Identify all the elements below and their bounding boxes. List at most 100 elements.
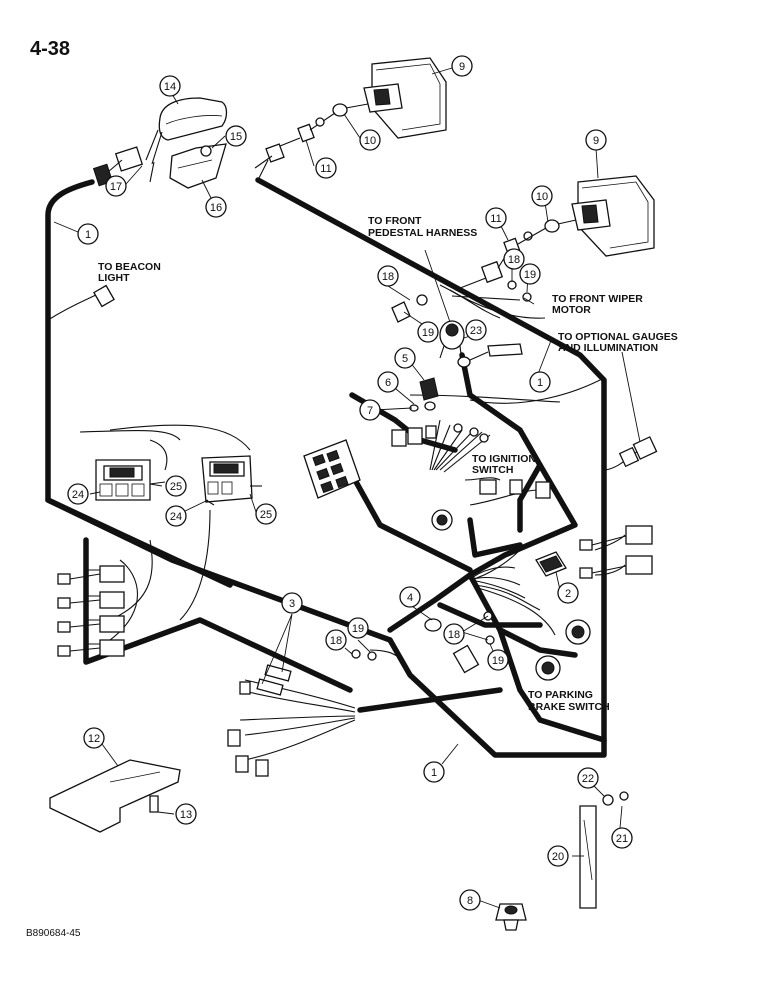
svg-text:3: 3: [289, 598, 295, 610]
work-lamp-lower: [454, 175, 655, 291]
callout-21: 21: [611, 827, 633, 849]
svg-text:23: 23: [470, 325, 482, 337]
callout-2: 2: [557, 582, 579, 604]
svg-text:1: 1: [431, 767, 437, 779]
beacon-label-line1: TO BEACON: [98, 261, 161, 273]
svg-text:9: 9: [593, 135, 599, 147]
svg-text:18: 18: [330, 635, 342, 647]
callout-24-right: 24: [165, 505, 187, 527]
callout-16: 16: [205, 196, 227, 218]
svg-text:6: 6: [385, 377, 391, 389]
callout-20: 20: [547, 845, 569, 867]
right-connectors: [579, 436, 658, 579]
callout-7: 7: [359, 399, 381, 421]
svg-text:25: 25: [170, 481, 182, 493]
callout-12: 12: [83, 727, 105, 749]
svg-text:2: 2: [565, 588, 571, 600]
callout-10-upper: 10: [359, 129, 381, 151]
callout-13: 13: [175, 803, 197, 825]
parking-brake-label-line1: TO PARKING: [528, 689, 593, 701]
callout-22: 22: [577, 767, 599, 789]
callout-3: 3: [281, 592, 303, 614]
svg-text:13: 13: [180, 809, 192, 821]
parking-brake-label-line2: BRAKE SWITCH: [528, 701, 610, 713]
callout-6: 6: [377, 371, 399, 393]
svg-text:7: 7: [367, 405, 373, 417]
switch-part-8: [495, 903, 527, 931]
svg-text:22: 22: [582, 773, 594, 785]
callout-5: 5: [394, 347, 416, 369]
thin-wires: [47, 284, 641, 761]
svg-text:10: 10: [536, 191, 548, 203]
relay-right: [201, 455, 262, 506]
svg-text:15: 15: [230, 131, 242, 143]
svg-text:4: 4: [407, 592, 413, 604]
callout-18-b: 18: [503, 248, 525, 270]
svg-text:24: 24: [170, 511, 182, 523]
callout-14: 14: [159, 75, 181, 97]
svg-text:8: 8: [467, 895, 473, 907]
ground-strap: [579, 791, 629, 909]
svg-text:18: 18: [382, 271, 394, 283]
svg-text:14: 14: [164, 81, 176, 93]
callout-1-bottom: 1: [423, 761, 445, 783]
front-pedestal-label-line1: TO FRONT: [368, 215, 422, 227]
optional-gauges-label-line2: AND ILLUMINATION: [558, 342, 658, 354]
work-lamp-upper: [254, 57, 447, 181]
callout-10-lower: 10: [531, 185, 553, 207]
svg-text:11: 11: [490, 213, 501, 225]
svg-text:16: 16: [210, 202, 222, 214]
svg-text:9: 9: [459, 61, 465, 73]
callout-19-c: 19: [347, 617, 369, 639]
relay-left: [95, 459, 166, 501]
left-connectors: [57, 565, 125, 657]
page-number: 4-38: [30, 38, 71, 60]
svg-text:17: 17: [110, 181, 122, 193]
callout-25-left: 25: [165, 475, 187, 497]
grommet-and-plugs: [424, 509, 591, 681]
front-wiper-label-line1: TO FRONT WIPER: [552, 293, 643, 305]
callout-23: 23: [465, 319, 487, 341]
callout-9-lower: 9: [585, 129, 607, 151]
svg-text:10: 10: [364, 135, 376, 147]
callout-19-a: 19: [417, 321, 439, 343]
callout-25-right: 25: [255, 503, 277, 525]
front-pedestal-label-line2: PEDESTAL HARNESS: [368, 227, 477, 239]
svg-text:18: 18: [508, 254, 520, 266]
beacon-connector: [93, 284, 115, 308]
beacon-assembly: [92, 97, 228, 189]
svg-text:25: 25: [260, 509, 272, 521]
callout-24-left: 24: [67, 483, 89, 505]
clip-parts: [409, 377, 439, 412]
fuse-block: [303, 439, 361, 499]
ignition-label-line1: TO IGNITION: [472, 453, 536, 465]
svg-text:21: 21: [616, 833, 628, 845]
svg-text:18: 18: [448, 629, 460, 641]
callout-1-left: 1: [77, 223, 99, 245]
svg-text:12: 12: [88, 733, 100, 745]
svg-text:19: 19: [422, 327, 434, 339]
svg-text:1: 1: [537, 377, 543, 389]
text-labels: TO BEACON LIGHT TO FRONT PEDESTAL HARNES…: [98, 215, 678, 713]
switch-connectors: [391, 423, 551, 499]
optional-gauges-label-line1: TO OPTIONAL GAUGES: [558, 331, 678, 343]
callout-8: 8: [459, 889, 481, 911]
callout-9-upper: 9: [451, 55, 473, 77]
callout-18-d: 18: [443, 623, 465, 645]
callout-18-a: 18: [377, 265, 399, 287]
svg-text:19: 19: [524, 269, 536, 281]
callout-19-b: 19: [519, 263, 541, 285]
beacon-label-line2: LIGHT: [98, 272, 130, 284]
svg-text:5: 5: [402, 353, 408, 365]
svg-text:1: 1: [85, 229, 91, 241]
front-wiper-label-line2: MOTOR: [552, 304, 591, 316]
main-harness: [45, 177, 607, 758]
callout-19-d: 19: [487, 649, 509, 671]
mounting-bracket: [49, 759, 181, 833]
callout-18-c: 18: [325, 629, 347, 651]
callout-15: 15: [225, 125, 247, 147]
ignition-switch-body: [439, 320, 523, 368]
callout-1-right: 1: [529, 371, 551, 393]
svg-text:19: 19: [492, 655, 504, 667]
